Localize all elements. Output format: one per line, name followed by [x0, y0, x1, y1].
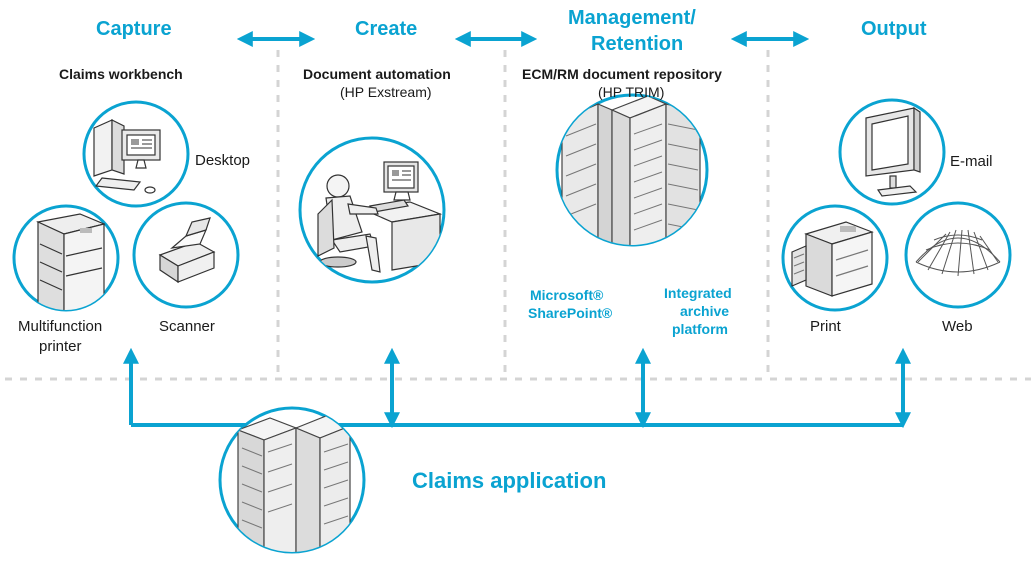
claims-application-servers-icon	[218, 406, 366, 554]
header-management: Management/	[568, 7, 696, 29]
note-archive-line1: Integrated	[664, 285, 732, 301]
scanner-icon	[132, 201, 240, 309]
subtitle-management: ECM/RM document repository	[522, 66, 722, 82]
note-sharepoint-line2: SharePoint®	[528, 305, 613, 321]
workstation-user-icon	[298, 136, 446, 284]
header-capture: Capture	[96, 18, 172, 40]
label-print: Print	[810, 318, 841, 335]
label-mfp-line1: Multifunction	[18, 318, 103, 335]
subtitle-create-sub: (HP Exstream)	[340, 84, 432, 100]
label-scanner: Scanner	[159, 318, 215, 335]
subtitle-capture: Claims workbench	[59, 66, 183, 82]
note-sharepoint-line1: Microsoft®	[530, 287, 604, 303]
note-archive-line2: archive	[680, 303, 730, 319]
desktop-icon	[82, 100, 190, 208]
claims-application-label: Claims application	[412, 468, 607, 493]
header-create: Create	[355, 18, 418, 40]
subtitle-create: Document automation	[303, 66, 451, 82]
header-retention-line: Retention	[591, 33, 684, 55]
email-monitor-icon	[838, 98, 946, 206]
column-separators	[5, 50, 1031, 381]
label-mfp-line2: printer	[39, 338, 82, 355]
subtitle-management-sub: (HP TRIM)	[598, 84, 665, 100]
repository-servers-icon	[555, 93, 709, 247]
label-desktop: Desktop	[195, 152, 251, 169]
multifunction-printer-icon	[12, 204, 120, 312]
production-printer-icon	[781, 204, 889, 312]
web-globe-icon	[904, 201, 1012, 309]
header-output: Output	[861, 18, 927, 40]
label-web: Web	[942, 318, 973, 335]
integration-bus	[123, 347, 911, 429]
note-archive-line3: platform	[672, 321, 728, 337]
label-email: E-mail	[950, 153, 993, 170]
